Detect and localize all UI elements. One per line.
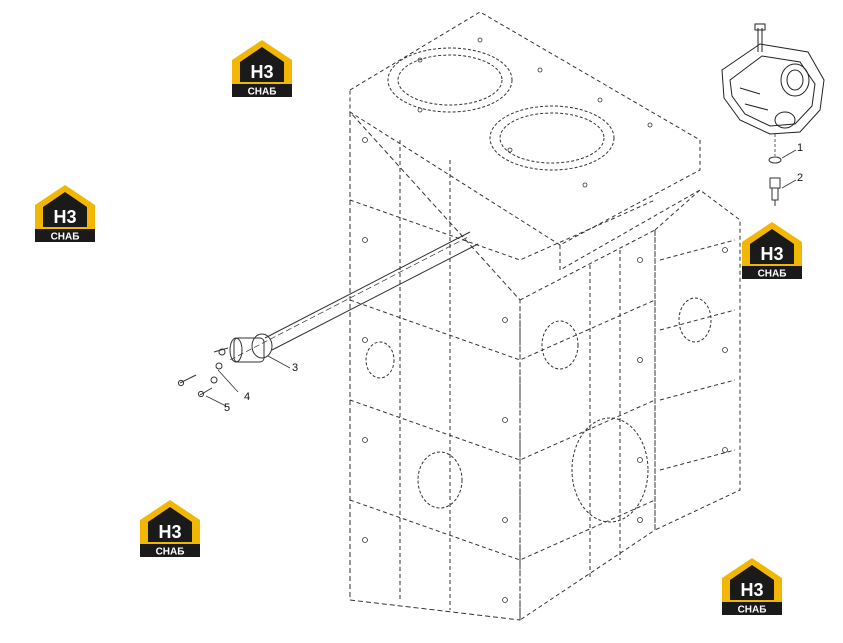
bolt-holes-icon — [362, 37, 728, 603]
brand-logo-icon: H3 СНАБ — [33, 183, 99, 243]
brand-letters: H3 — [158, 522, 181, 542]
callout-4: 4 — [244, 391, 251, 403]
bolt-icon — [177, 374, 213, 398]
callout-5: 5 — [224, 402, 231, 414]
brand-letters: H3 — [53, 207, 76, 227]
callout-leaders-left — [205, 355, 291, 407]
brand-wordmark: СНАБ — [758, 269, 787, 280]
brand-letters: H3 — [740, 580, 763, 600]
brand-wordmark: СНАБ — [51, 232, 80, 243]
sensor-shaft-icon — [229, 231, 479, 361]
brand-logo-icon: H3 СНАБ — [720, 556, 786, 616]
brand-letters: H3 — [760, 244, 783, 264]
sensor-icon — [213, 333, 273, 363]
brand-logo-icon: H3 СНАБ — [230, 38, 296, 98]
callout-2: 2 — [797, 172, 804, 184]
brand-wordmark: СНАБ — [248, 87, 277, 98]
block-openings-icon — [365, 297, 712, 523]
cylinder-bore-icon — [387, 47, 615, 171]
brand-wordmark: СНАБ — [738, 605, 767, 616]
brand-wordmark: СНАБ — [156, 547, 185, 558]
callout-leaders-right — [774, 134, 797, 189]
callout-3: 3 — [292, 362, 299, 374]
o-ring-icon — [768, 156, 782, 164]
pump-housing-icon — [721, 23, 825, 135]
washer-icon — [210, 362, 223, 384]
callout-1: 1 — [797, 142, 804, 154]
engine-block-icon — [349, 11, 741, 621]
brand-logo-icon: H3 СНАБ — [740, 220, 806, 280]
fitting-icon — [769, 177, 781, 206]
brand-logo-icon: H3 СНАБ — [138, 498, 204, 558]
brand-letters: H3 — [250, 62, 273, 82]
